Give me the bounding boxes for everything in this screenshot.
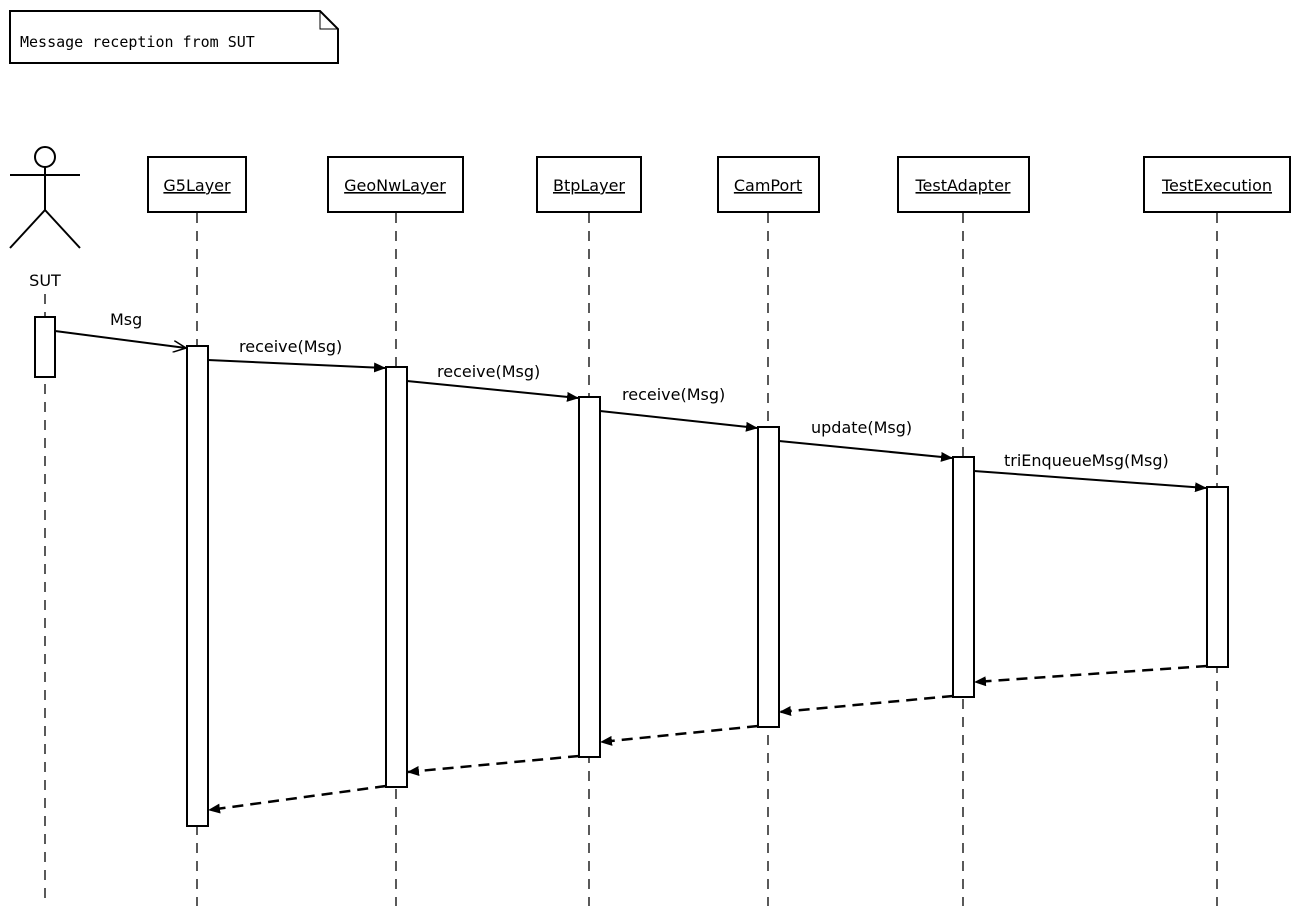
actor-label: SUT [29,271,61,290]
activation-testexecution [1206,486,1229,668]
message-label: update(Msg) [811,418,912,437]
diagram-note: Message reception from SUT [9,10,339,64]
lifeline-label: GeoNwLayer [344,176,446,195]
activation-testadapter [952,456,975,698]
lifeline-header-btplayer: BtpLayer [536,156,642,213]
message-label: triEnqueueMsg(Msg) [1004,451,1169,470]
lifeline-label: CamPort [734,176,802,195]
message-receive-geonwlayer: receive(Msg) [207,337,386,373]
message-label: receive(Msg) [437,362,540,381]
return-geonwlayer [208,784,387,814]
activation-g5layer [186,345,209,827]
note-text: Message reception from SUT [20,33,255,51]
lifeline-label: BtpLayer [553,176,625,195]
lifeline-header-testexecution: TestExecution [1143,156,1291,213]
actor-sut: SUT [9,146,81,290]
actor-head [34,146,56,168]
return-testadapter [779,694,954,716]
return-messages [208,664,1208,814]
message-label: receive(Msg) [239,337,342,356]
activation-geonwlayer [385,366,408,788]
lifeline-label: TestAdapter [915,176,1011,195]
lifeline-header-g5layer: G5Layer [147,156,247,213]
message-receive-btplayer: receive(Msg) [406,362,579,402]
message-update: update(Msg) [778,418,953,462]
lifeline-header-camport: CamPort [717,156,820,213]
return-btplayer [407,754,580,776]
lifeline-label: TestExecution [1161,176,1272,195]
activation-sut [34,316,56,378]
message-label: receive(Msg) [622,385,725,404]
return-testexecution [974,664,1208,687]
lifeline-lines [44,213,1218,906]
activation-camport [757,426,780,728]
lifeline-header-testadapter: TestAdapter [897,156,1030,213]
return-camport [600,724,759,746]
message-label: Msg [110,310,142,329]
lifeline-label: G5Layer [163,176,231,195]
activation-bars [34,316,1229,827]
message-trienqueuemsg: triEnqueueMsg(Msg) [973,451,1207,493]
activation-btplayer [578,396,601,758]
message-receive-camport: receive(Msg) [599,385,758,432]
lifeline-header-geonwlayer: GeoNwLayer [327,156,464,213]
message-msg: Msg [54,310,186,348]
